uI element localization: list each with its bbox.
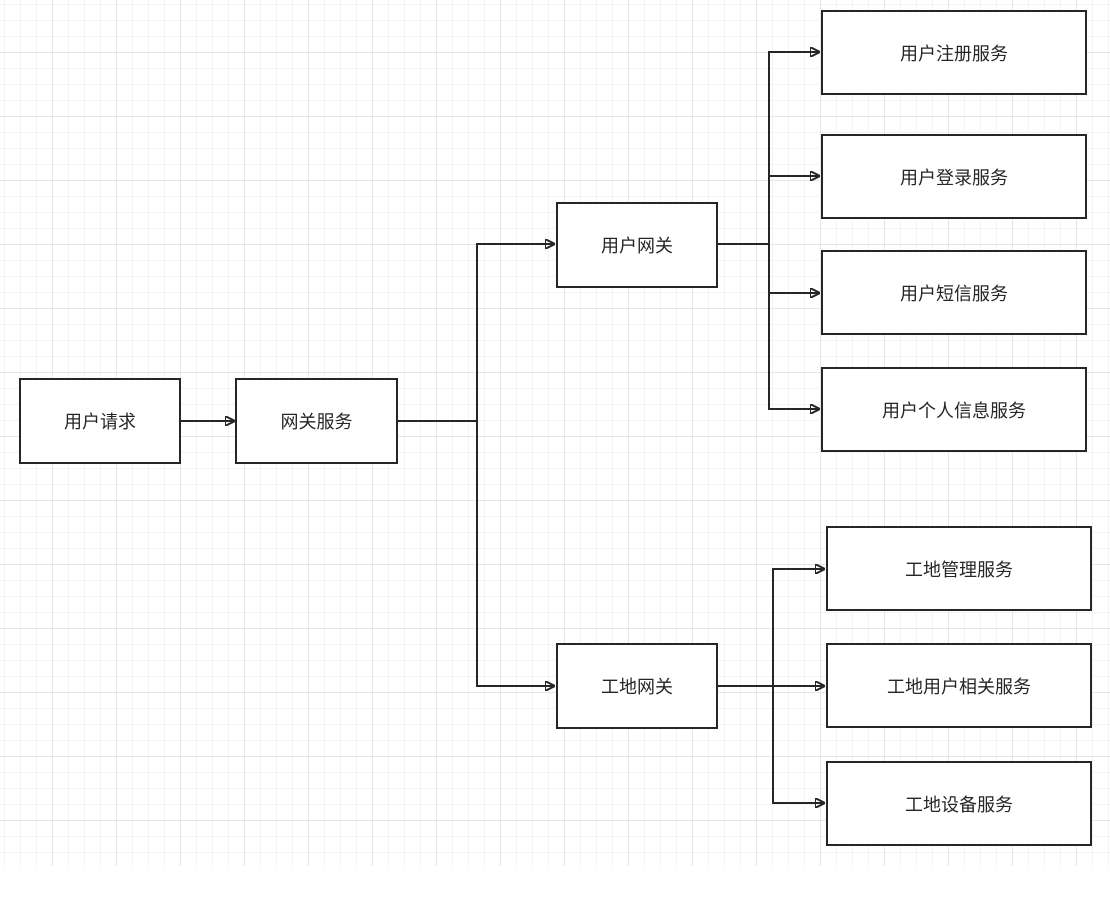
edge-user-gateway-to-user-sms bbox=[768, 244, 819, 293]
node-gateway-service[interactable]: 网关服务 bbox=[235, 378, 398, 464]
node-site-manage-service[interactable]: 工地管理服务 bbox=[826, 526, 1092, 611]
edge-gateway-service-to-user-gateway bbox=[476, 244, 554, 421]
node-user-login-service[interactable]: 用户登录服务 bbox=[821, 134, 1087, 219]
node-user-request[interactable]: 用户请求 bbox=[19, 378, 181, 464]
node-user-gateway[interactable]: 用户网关 bbox=[556, 202, 718, 288]
node-user-sms-service[interactable]: 用户短信服务 bbox=[821, 250, 1087, 335]
node-user-register-service[interactable]: 用户注册服务 bbox=[821, 10, 1087, 95]
node-label: 用户注册服务 bbox=[900, 43, 1008, 65]
node-label: 工地用户相关服务 bbox=[887, 676, 1031, 698]
node-site-user-service[interactable]: 工地用户相关服务 bbox=[826, 643, 1092, 728]
node-label: 用户个人信息服务 bbox=[882, 400, 1026, 422]
node-label: 用户网关 bbox=[601, 236, 673, 257]
node-label: 网关服务 bbox=[280, 412, 353, 433]
edge-user-gateway-to-user-profile bbox=[768, 293, 819, 409]
node-label: 工地管理服务 bbox=[905, 559, 1013, 581]
edge-gateway-service-to-site-gateway bbox=[476, 421, 554, 686]
node-label: 工地网关 bbox=[601, 677, 673, 698]
edge-site-gateway-to-site-device bbox=[772, 686, 824, 803]
node-label: 用户短信服务 bbox=[900, 283, 1008, 305]
node-label: 工地设备服务 bbox=[905, 794, 1013, 816]
node-user-profile-service[interactable]: 用户个人信息服务 bbox=[821, 367, 1087, 452]
node-site-device-service[interactable]: 工地设备服务 bbox=[826, 761, 1092, 846]
node-site-gateway[interactable]: 工地网关 bbox=[556, 643, 718, 729]
edge-site-gateway-to-site-manage bbox=[772, 569, 824, 686]
node-label: 用户登录服务 bbox=[900, 167, 1008, 189]
edge-user-gateway-to-user-register bbox=[768, 52, 819, 244]
node-label: 用户请求 bbox=[64, 412, 136, 433]
